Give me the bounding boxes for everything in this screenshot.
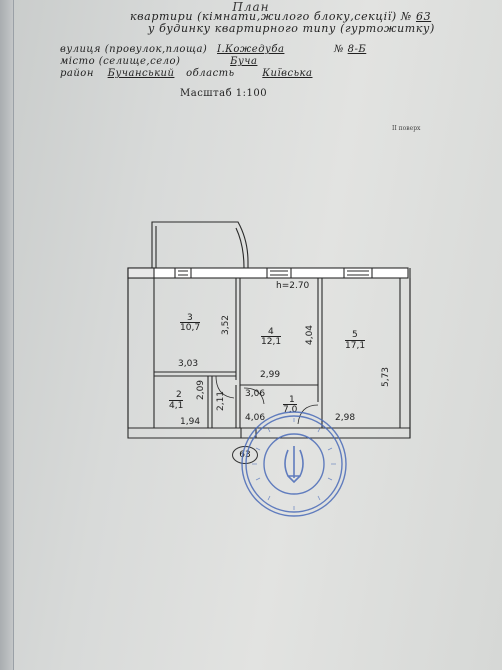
dim-2-98: 2,98 [335, 413, 356, 423]
dim-5-73: 5,73 [381, 366, 392, 388]
room-5-area: 17,1 [345, 340, 366, 351]
room-2-area: 4,1 [169, 400, 184, 411]
header-line-2: у будинку квартирного типу (гуртожитку) [148, 22, 435, 35]
district-value: Бучанський [107, 68, 175, 79]
balcony-outline [151, 221, 249, 270]
north-wall [127, 267, 409, 279]
dim-2-11: 2,11 [216, 390, 227, 412]
trident-emblem [284, 446, 304, 484]
room-4-area: 12,1 [261, 336, 282, 347]
ceiling-height: h=2.70 [276, 281, 310, 291]
official-stamp [241, 411, 347, 517]
city-label: місто (селище,село) [60, 56, 181, 67]
wall-room3-4 [235, 278, 319, 402]
street-value: І.Кожедуба [217, 44, 285, 55]
floor-label: II поверх [392, 125, 421, 132]
header-line-1-prefix: квартири (кімнати,жилого блоку,секції) [130, 10, 397, 23]
dim-1-94: 1,94 [180, 417, 201, 427]
room-3-number: 3 [187, 313, 193, 323]
dim-3-06: 3,06 [245, 389, 266, 399]
dim-3-52: 3,52 [221, 314, 232, 336]
page-fold-shadow [0, 0, 13, 670]
region-label: область [186, 68, 235, 79]
header-line-1: квартири (кімнати,жилого блоку,секції) №… [130, 10, 431, 23]
room-4-number: 4 [268, 327, 274, 337]
scale-label: Масштаб 1:100 [180, 88, 268, 99]
window-5 [343, 268, 373, 278]
apartment-number: 63 [415, 10, 432, 23]
city-value: Буча [230, 56, 258, 67]
street-label: вулиця (провулок,площа) [60, 44, 208, 55]
number-sign: № [400, 10, 412, 23]
house-value: 8-Б [347, 44, 367, 55]
region-value: Київська [262, 68, 313, 79]
district-row: район Бучанський область Київська [60, 68, 312, 79]
dim-4-06: 4,06 [245, 413, 266, 423]
window-4 [266, 268, 292, 278]
dim-4-04: 4,04 [305, 324, 316, 346]
wall-room3-2 [154, 371, 236, 377]
room-1-number: 1 [289, 395, 295, 405]
dim-3-03: 3,03 [178, 359, 199, 369]
room-2-number: 2 [176, 390, 182, 400]
room-3-area: 10,7 [180, 322, 201, 333]
wall-room4-5 [317, 278, 323, 428]
room-1-area: 7,0 [283, 404, 298, 415]
dim-2-99: 2,99 [260, 370, 281, 380]
city-row: місто (селище,село) Буча [60, 56, 257, 67]
window-3 [174, 268, 192, 278]
margin-line [13, 0, 14, 670]
house-label: № [334, 44, 344, 55]
room-5-number: 5 [352, 330, 358, 340]
document-title: План [232, 0, 270, 14]
wall-room2 [207, 376, 213, 428]
district-label: район [60, 68, 94, 79]
dim-2-09: 2,09 [196, 379, 207, 401]
house-row: № 8-Б [334, 44, 366, 55]
street-row: вулиця (провулок,площа) І.Кожедуба [60, 44, 284, 55]
